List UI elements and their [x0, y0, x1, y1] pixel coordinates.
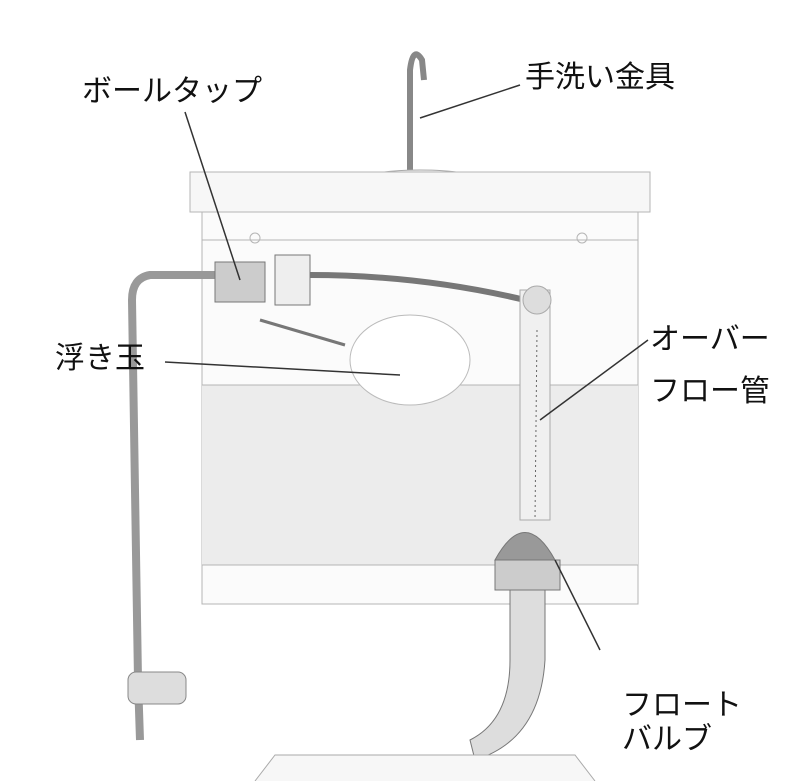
water	[202, 385, 638, 565]
leader-hand-wash	[419, 84, 521, 119]
float-ball	[349, 314, 471, 406]
label-float-valve-1: フロート	[622, 688, 742, 723]
label-overflow-pipe-2: フロー管	[650, 374, 770, 409]
label-ball-tap: ボールタップ	[82, 74, 262, 109]
leader-overflow	[539, 339, 649, 421]
supply-pipe	[127, 271, 215, 741]
overflow-pipe	[519, 285, 552, 521]
label-overflow-pipe-1: オーバー	[650, 322, 770, 357]
leader-float-ball	[164, 361, 401, 376]
toilet-bowl	[254, 754, 596, 781]
refill-tube	[309, 272, 526, 303]
hand-wash-faucet	[359, 51, 481, 191]
label-hand-wash-fitting: 手洗い金具	[525, 60, 675, 95]
leader-ball-tap	[184, 111, 241, 281]
stop-valve	[127, 671, 187, 705]
float-valve	[469, 532, 561, 761]
ball-tap	[214, 254, 346, 347]
leader-float-valve	[554, 559, 601, 651]
label-float-valve-2: バルブ	[622, 722, 712, 757]
label-float-ball: 浮き玉	[55, 341, 145, 376]
